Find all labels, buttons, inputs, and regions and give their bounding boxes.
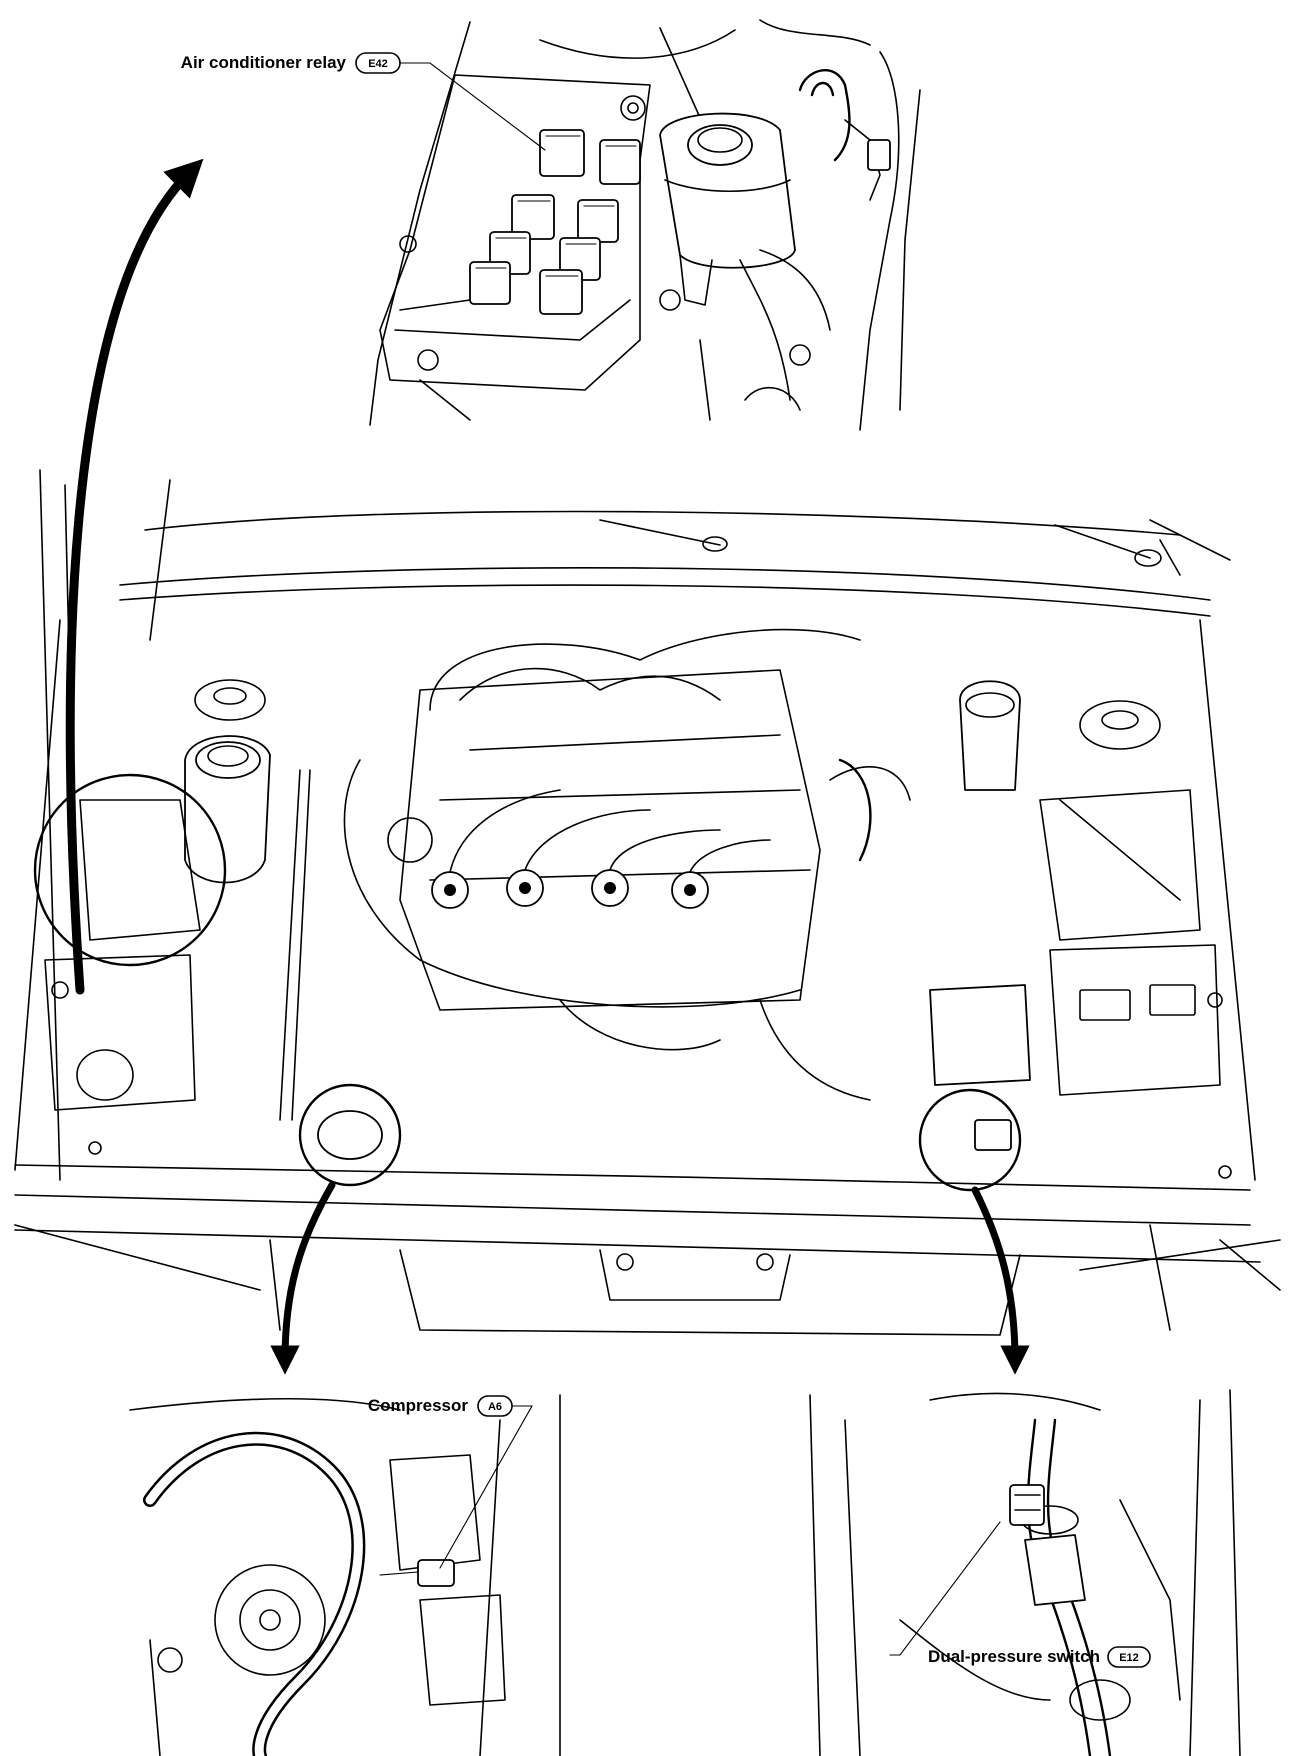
switch-inset xyxy=(809,1389,1241,1756)
relay-box-inset xyxy=(369,19,921,431)
compressor-inset xyxy=(129,1394,561,1756)
callout-arrow-icon xyxy=(971,1186,1030,1375)
relay-callout: Air conditioner relay E42 xyxy=(181,52,546,151)
compressor-code: A6 xyxy=(488,1401,502,1413)
compressor-label: Compressor xyxy=(368,1396,469,1415)
switch-callout: Dual-pressure switch E12 xyxy=(889,1521,1151,1668)
compressor-callout: Compressor A6 xyxy=(368,1395,533,1569)
switch-label: Dual-pressure switch xyxy=(928,1647,1100,1666)
connector-code-badge xyxy=(1107,1646,1151,1668)
engine-bay-view xyxy=(14,469,1281,1336)
callout-arrow-icon xyxy=(270,1181,336,1375)
switch-code: E12 xyxy=(1119,1652,1139,1664)
switch-location-circle xyxy=(918,1088,1022,1192)
compressor-location-circle xyxy=(298,1083,402,1187)
callout-arrow-icon xyxy=(65,158,204,995)
relay-label: Air conditioner relay xyxy=(181,53,347,72)
relay-code: E42 xyxy=(368,58,388,70)
relay-location-circle xyxy=(33,773,227,967)
